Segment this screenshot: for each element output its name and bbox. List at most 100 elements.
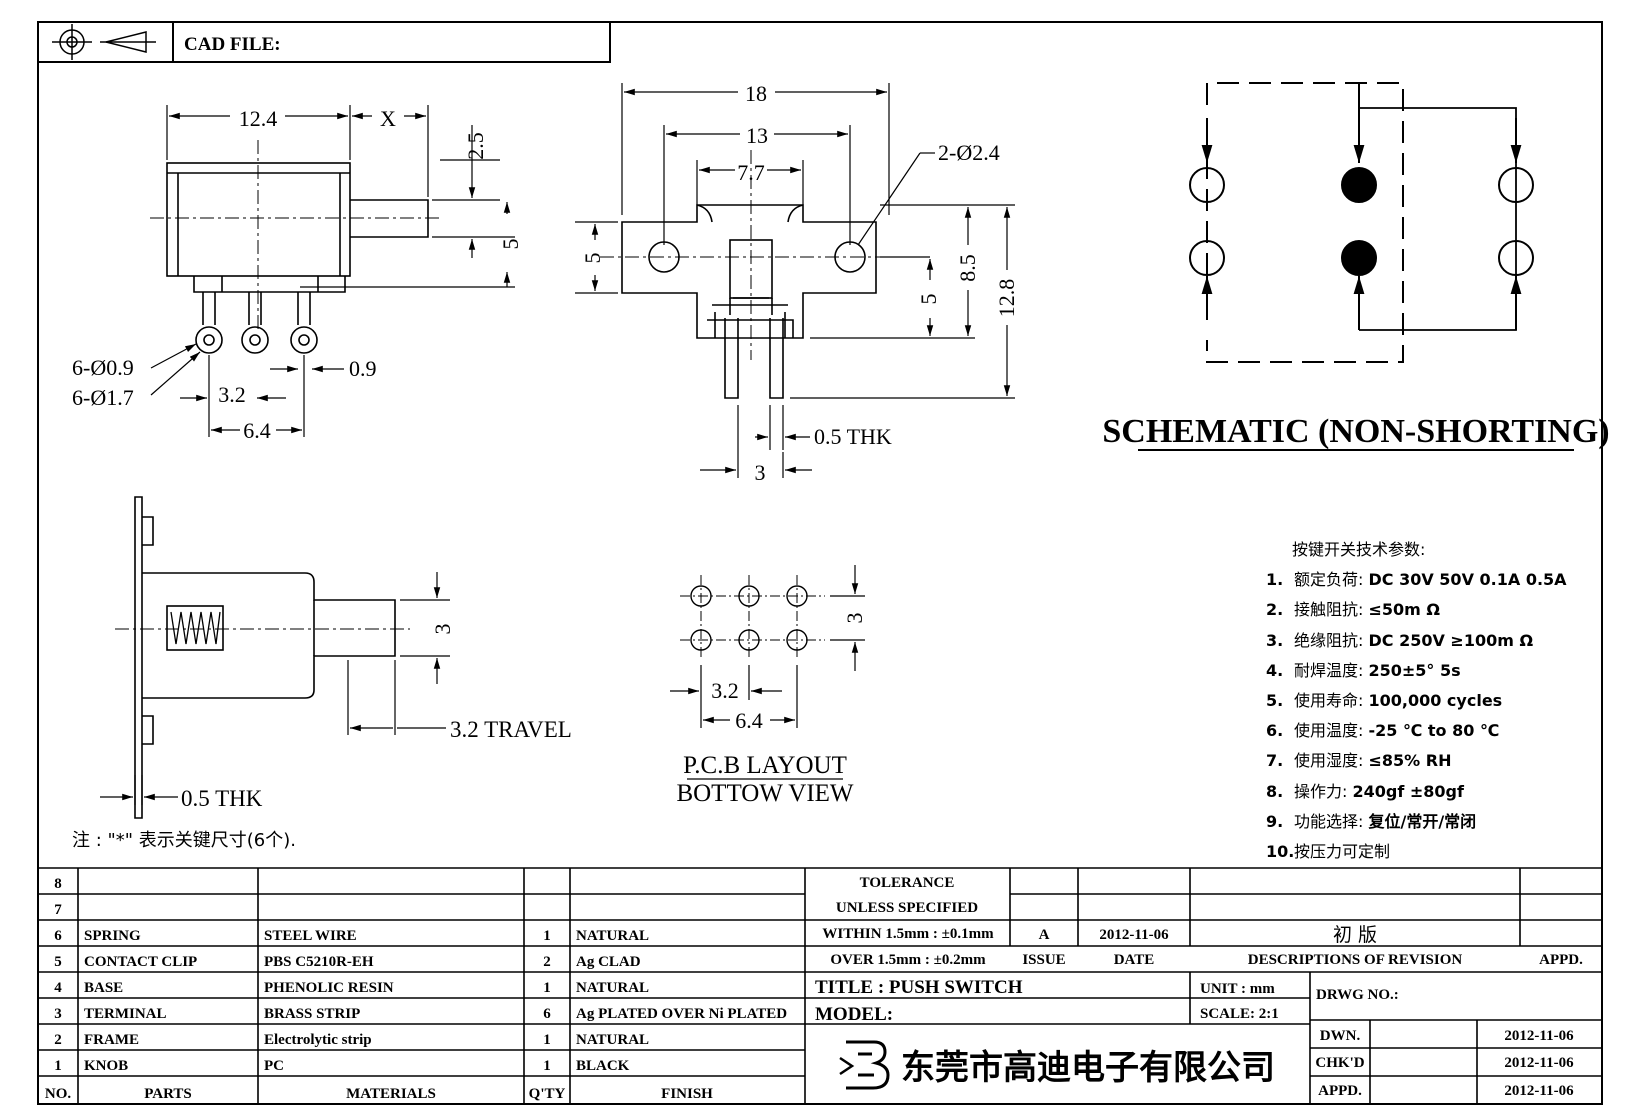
dwn-label: DWN. <box>1320 1028 1361 1044</box>
spec-item: 10.按压力可定制 <box>1266 837 1626 867</box>
tolerance-within: WITHIN 1.5mm : ±0.1mm <box>822 926 994 942</box>
revision-date-header: DATE <box>1114 952 1155 968</box>
company-logo-icon <box>839 1040 890 1090</box>
spec-item-label: 功能选择: <box>1294 811 1369 831</box>
unit-label: UNIT : mm <box>1200 981 1275 997</box>
schematic-diagram <box>1138 82 1574 451</box>
bom-cell-finish: Ag CLAD <box>576 954 641 970</box>
revision-appd-header: APPD. <box>1539 952 1583 968</box>
bom-cell-material: BRASS STRIP <box>264 1006 360 1022</box>
spec-item-number: 9. <box>1266 811 1284 831</box>
drawing-number-label: DRWG NO.: <box>1316 987 1399 1003</box>
spec-item-number: 6. <box>1266 721 1284 741</box>
pcb-title-line1: P.C.B LAYOUT <box>683 752 847 779</box>
bom-cell-no: 6 <box>54 928 62 944</box>
hole-a-text: 6-Ø0.9 <box>72 355 134 380</box>
bom-cell-no: 8 <box>54 876 62 892</box>
bom-header-finish: FINISH <box>661 1086 713 1102</box>
footnote: 注 : "*" 表示关键尺寸(6个). <box>72 830 297 851</box>
bom-cell-no: 1 <box>54 1058 62 1074</box>
spec-item-number: 5. <box>1266 691 1284 711</box>
spec-item-label: 耐焊温度: <box>1294 660 1369 680</box>
dim-flange-text: 5 <box>580 253 605 264</box>
dim-total-h-text: 12.8 <box>994 279 1019 318</box>
pcb-pitch-text: 3.2 <box>711 678 739 703</box>
pitch-text: 3.2 <box>218 382 246 407</box>
tolerance-line1: TOLERANCE <box>860 875 955 891</box>
spec-item: 2.接触阻抗: ≤50m Ω <box>1266 595 1626 625</box>
revision-issue: A <box>1039 927 1050 943</box>
chk-label: CHK'D <box>1315 1055 1364 1071</box>
spec-item-number: 10. <box>1266 842 1295 862</box>
dim-total-text: 18 <box>745 81 767 106</box>
spec-item-value: ≤50m Ω <box>1368 600 1440 620</box>
company-name: 东莞市高迪电子有限公司 <box>901 1048 1275 1088</box>
section-view-drawing <box>115 496 410 819</box>
title-block-grid <box>38 867 1602 1104</box>
spec-item-number: 2. <box>1266 600 1284 620</box>
revision-desc-header: DESCRIPTIONS OF REVISION <box>1248 952 1463 968</box>
bom-cell-part: FRAME <box>84 1032 139 1048</box>
revision-issue-header: ISSUE <box>1022 952 1065 968</box>
spec-item-value: 复位/常开/常闭 <box>1368 811 1477 831</box>
spec-item-value: DC 250V ≥100m Ω <box>1368 630 1534 650</box>
projection-symbol-icon <box>52 24 156 60</box>
hole-b-text: 6-Ø1.7 <box>72 385 134 410</box>
spec-item-label: 使用湿度: <box>1294 751 1369 771</box>
revision-date: 2012-11-06 <box>1099 927 1169 943</box>
bom-cell-material: PHENOLIC RESIN <box>264 980 394 996</box>
bom-cell-finish: NATURAL <box>576 980 649 996</box>
pin-width-text: 0.9 <box>349 356 377 381</box>
bom-cell-finish: NATURAL <box>576 928 649 944</box>
dim-x-text: X <box>380 106 396 131</box>
spec-item-value: 240gf ±80gf <box>1352 781 1464 801</box>
bom-cell-no: 7 <box>54 902 62 918</box>
bom-cell-part: TERMINAL <box>84 1006 167 1022</box>
sheet-border <box>37 21 1603 1105</box>
spec-item-value: DC 30V 50V 0.1A 0.5A <box>1368 570 1567 590</box>
chk-date: 2012-11-06 <box>1504 1055 1574 1071</box>
bom-cell-part: BASE <box>84 980 123 996</box>
bom-cell-no: 4 <box>54 980 62 996</box>
bom-cell-material: Electrolytic strip <box>264 1032 372 1048</box>
spec-item-number: 3. <box>1266 630 1284 650</box>
bom-cell-part: SPRING <box>84 928 141 944</box>
bom-cell-qty: 1 <box>543 1032 551 1048</box>
appd-date: 2012-11-06 <box>1504 1083 1574 1099</box>
bom-header-parts: PARTS <box>144 1086 192 1102</box>
tolerance-over: OVER 1.5mm : ±0.2mm <box>830 952 986 968</box>
spec-item-number: 4. <box>1266 660 1284 680</box>
revision-description: 初 版 <box>1333 924 1377 946</box>
spec-item-label: 按压力可定制 <box>1294 842 1391 862</box>
spec-item-label: 绝缘阻抗: <box>1294 630 1369 650</box>
bom-header-no: NO. <box>45 1086 72 1102</box>
bom-cell-material: PC <box>264 1058 284 1074</box>
bom-header-qty: Q'TY <box>529 1086 566 1102</box>
dim-width-text: 12.4 <box>239 106 278 131</box>
dwn-date: 2012-11-06 <box>1504 1028 1574 1044</box>
dim-body-text: 7.7 <box>737 160 765 185</box>
spec-item-label: 使用寿命: <box>1294 691 1369 711</box>
spec-item: 3. 绝缘阻抗: DC 250V ≥100m Ω <box>1266 626 1626 656</box>
spec-item-number: 1. <box>1266 570 1284 590</box>
bom-cell-qty: 1 <box>543 1058 551 1074</box>
spec-item-value: 250±5° 5s <box>1368 660 1461 680</box>
pcb-layout-drawing <box>680 575 825 660</box>
dim-mid-text: 8.5 <box>955 254 980 282</box>
mount-hole-text: 2-Ø2.4 <box>938 140 1000 165</box>
front-view-dimensions <box>575 83 1015 478</box>
spec-item: 7.使用湿度: ≤85% RH <box>1266 746 1626 776</box>
bom-cell-material: PBS C5210R-EH <box>264 954 374 970</box>
bom-cell-finish: Ag PLATED OVER Ni PLATED <box>576 1006 787 1022</box>
spec-item-number: 7. <box>1266 751 1284 771</box>
bom-cell-qty: 2 <box>543 954 551 970</box>
section-thk-text: 0.5 THK <box>181 786 263 811</box>
bom-cell-material: STEEL WIRE <box>264 928 357 944</box>
bom-cell-qty: 6 <box>543 1006 551 1022</box>
spec-item-label: 操作力: <box>1294 781 1353 801</box>
spec-item-label: 使用温度: <box>1294 721 1369 741</box>
bom-cell-qty: 1 <box>543 928 551 944</box>
